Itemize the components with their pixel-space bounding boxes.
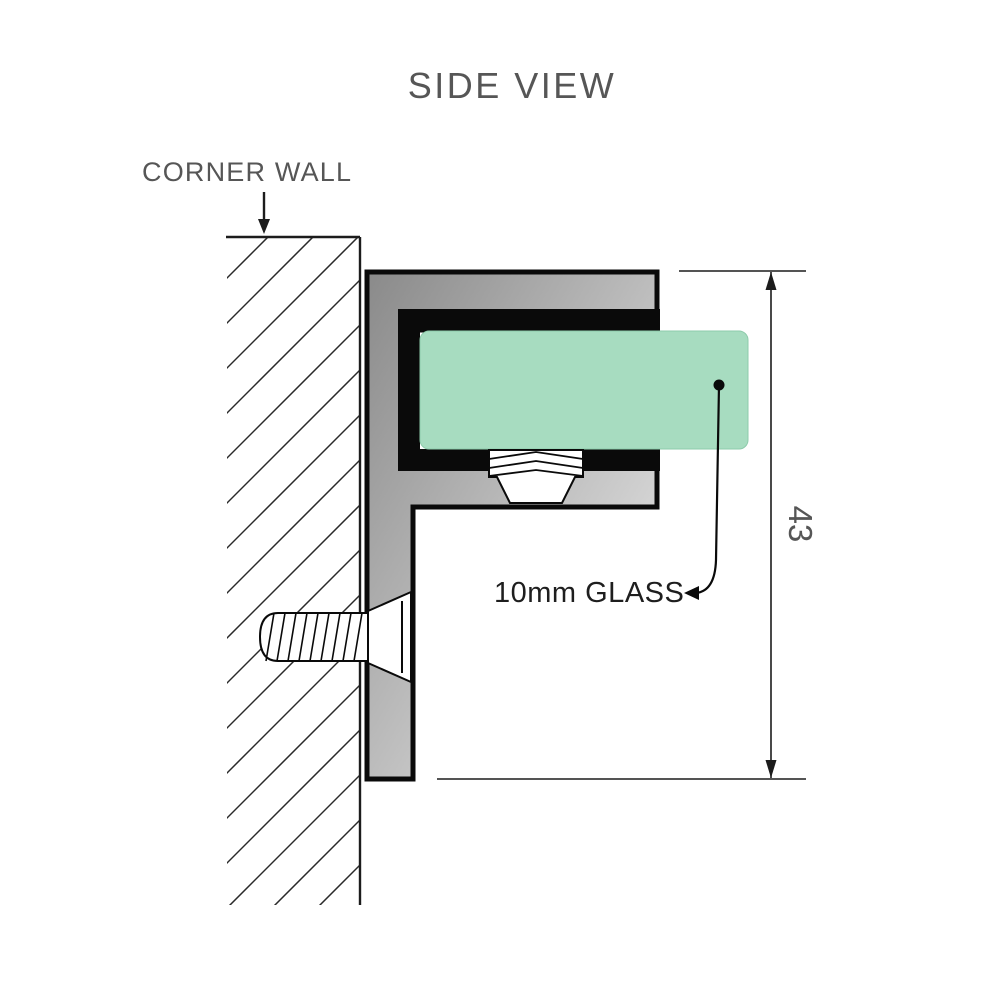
glass-label: 10mm GLASS: [494, 577, 684, 609]
glass-panel: [419, 330, 749, 450]
screw-head: [367, 590, 412, 684]
corner-wall-arrow: [258, 192, 270, 234]
dimension-arrow-bottom: [765, 760, 777, 778]
wall-screw: [258, 590, 412, 684]
corner-wall-label: CORNER WALL: [142, 157, 352, 187]
dimension-label: 43: [782, 506, 819, 543]
diagram-title: SIDE VIEW: [408, 65, 617, 106]
wall-line: [226, 235, 362, 905]
glass-leader-arrowhead: [684, 586, 699, 600]
dimension-arrow-top: [765, 272, 777, 290]
wall-hatching: [227, 237, 360, 905]
glass-leader-line: [684, 379, 725, 600]
grub-screw: [488, 449, 584, 504]
dimension-43: 43: [437, 270, 819, 780]
bracket-channel: [398, 309, 660, 471]
